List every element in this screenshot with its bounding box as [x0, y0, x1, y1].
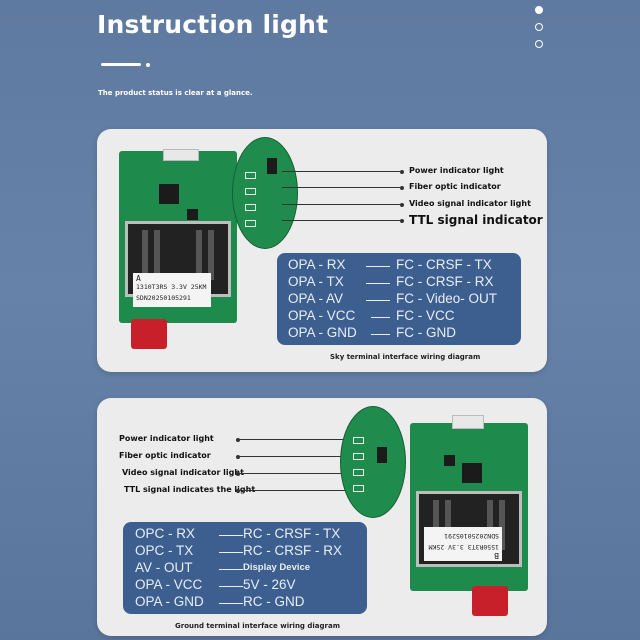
- page-title: Instruction light: [97, 10, 329, 39]
- wiring-dash: [219, 586, 243, 587]
- page-dot-1[interactable]: [535, 6, 543, 14]
- sky-module-board: A 1310T3RS 3.3V 25KM SDN20250105291: [119, 149, 237, 323]
- board-chip: [462, 463, 482, 483]
- wiring-dash: [371, 334, 390, 335]
- wiring-dash: [219, 552, 243, 553]
- wiring-left: AV - OUT: [135, 560, 193, 575]
- led-zoom-view: [232, 137, 298, 249]
- page-dot-2[interactable]: [535, 23, 543, 31]
- wiring-right: FC - CRSF - TX: [396, 257, 492, 272]
- sky-terminal-card: A 1310T3RS 3.3V 25KM SDN20250105291 Powe…: [97, 129, 547, 372]
- module-label-sticker: B 1550R3T3 3.3V 25KM SDN20250105291: [424, 527, 502, 561]
- wiring-dash: [219, 603, 243, 604]
- wiring-left: OPC - RX: [135, 526, 196, 541]
- module-model: 1310T3RS 3.3V 25KM: [136, 283, 207, 291]
- title-underline: [101, 63, 141, 66]
- callout-line: [282, 218, 404, 223]
- callout-line: [282, 185, 404, 190]
- board-header-connector: [452, 415, 484, 429]
- wiring-left: OPA - VCC: [135, 577, 203, 592]
- module-model: 1550R3T3 3.3V 25KM: [428, 543, 499, 551]
- indicator-fiber: Fiber optic indicator: [409, 182, 501, 191]
- wiring-right: FC - CRSF - RX: [396, 274, 494, 289]
- title-dot: [146, 63, 150, 67]
- sky-wiring-box: OPA - RX FC - CRSF - TX OPA - TX FC - CR…: [277, 253, 521, 345]
- page-subtitle: The product status is clear at a glance.: [98, 89, 253, 97]
- wiring-dash: [366, 300, 390, 301]
- wiring-right: FC - VCC: [396, 308, 455, 323]
- wiring-dash: [366, 266, 390, 267]
- wiring-left: OPA - GND: [135, 594, 204, 609]
- board-chip-small: [187, 209, 198, 220]
- module-serial: SDN20250105291: [444, 532, 499, 540]
- callout-line: [236, 454, 356, 459]
- wiring-right: RC - GND: [243, 594, 305, 609]
- callout-line: [236, 437, 356, 442]
- wiring-right: RC - CRSF - TX: [243, 526, 341, 541]
- module-serial: SDN20250105291: [136, 294, 191, 302]
- callout-line: [236, 471, 356, 476]
- board-chip: [159, 184, 179, 204]
- wiring-left: OPA - GND: [288, 325, 357, 340]
- wiring-left: OPA - RX: [288, 257, 346, 272]
- module-letter: B: [494, 551, 499, 560]
- wiring-right: RC - CRSF - RX: [243, 543, 342, 558]
- wiring-right: FC - Video- OUT: [396, 291, 498, 306]
- callout-line: [282, 202, 404, 207]
- wiring-right: Display Device: [243, 562, 311, 573]
- ground-caption: Ground terminal interface wiring diagram: [175, 622, 340, 630]
- ground-wiring-box: OPC - RX RC - CRSF - TX OPC - TX RC - CR…: [123, 522, 367, 614]
- board-header-connector: [163, 149, 199, 161]
- wiring-dash: [219, 569, 243, 570]
- wiring-dash: [371, 317, 390, 318]
- callout-line: [236, 488, 356, 493]
- module-label-sticker: A 1310T3RS 3.3V 25KM SDN20250105291: [133, 273, 211, 307]
- sky-caption: Sky terminal interface wiring diagram: [330, 353, 481, 361]
- wiring-dash: [219, 535, 243, 536]
- indicator-power: Power indicator light: [119, 434, 214, 443]
- ground-module-board: B 1550R3T3 3.3V 25KM SDN20250105291: [410, 415, 528, 591]
- ground-terminal-card: Power indicator light Fiber optic indica…: [97, 398, 547, 636]
- wiring-left: OPA - VCC: [288, 308, 356, 323]
- wiring-left: OPA - AV: [288, 291, 344, 306]
- fiber-connector: [472, 586, 508, 616]
- indicator-power: Power indicator light: [409, 166, 504, 175]
- wiring-right: 5V - 26V: [243, 577, 296, 592]
- indicator-ttl: TTL signal indicator: [409, 213, 543, 227]
- page-dot-3[interactable]: [535, 40, 543, 48]
- wiring-left: OPC - TX: [135, 543, 194, 558]
- page-indicator-dots[interactable]: [535, 6, 543, 57]
- module-letter: A: [136, 274, 141, 283]
- indicator-video: Video signal indicator light: [122, 468, 244, 477]
- callout-line: [282, 169, 404, 174]
- wiring-left: OPA - TX: [288, 274, 344, 289]
- fiber-connector: [131, 319, 167, 349]
- wiring-right: FC - GND: [396, 325, 456, 340]
- indicator-fiber: Fiber optic indicator: [119, 451, 211, 460]
- indicator-ttl: TTL signal indicates the light: [124, 485, 256, 494]
- board-chip-small: [444, 455, 455, 466]
- indicator-video: Video signal indicator light: [409, 199, 531, 208]
- led-zoom-view: [340, 406, 406, 518]
- wiring-dash: [366, 283, 390, 284]
